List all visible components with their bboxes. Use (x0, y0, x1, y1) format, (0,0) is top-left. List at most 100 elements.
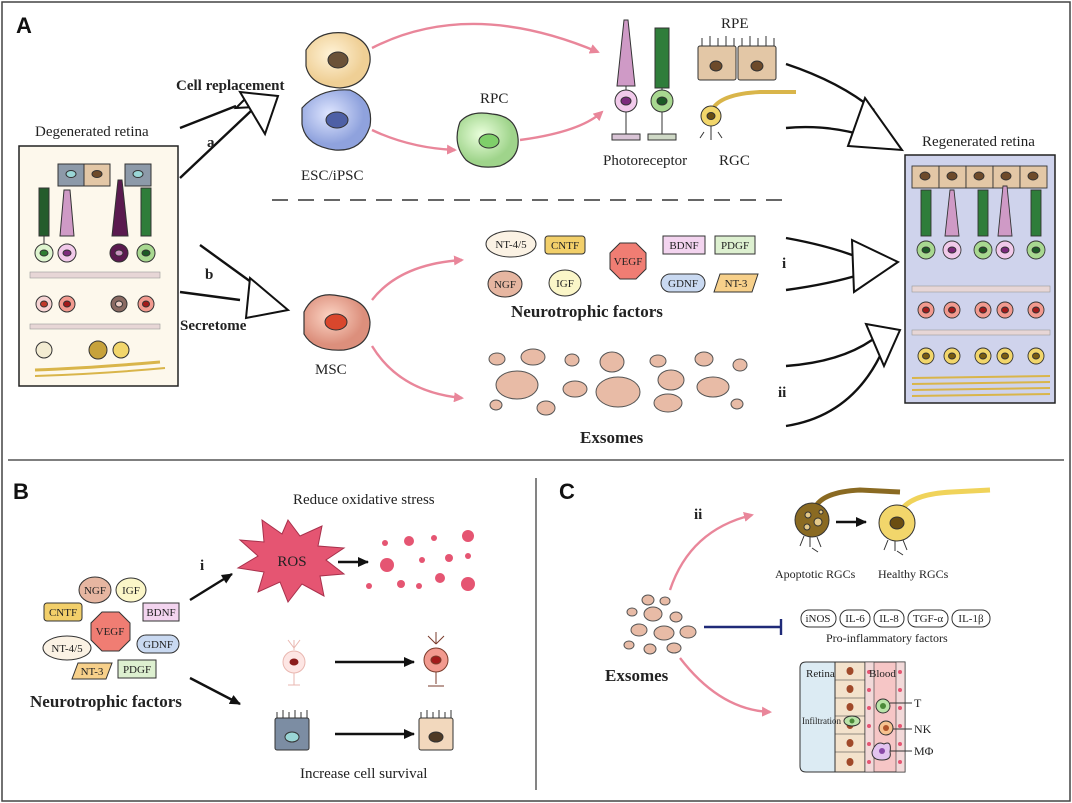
svg-text:ROS: ROS (277, 554, 306, 570)
route-ii-label-a: ii (778, 385, 786, 401)
route-ii-label-c: ii (694, 507, 702, 523)
svg-text:CNTF: CNTF (551, 240, 579, 252)
healthy-rgcs-label: Healthy RGCs (878, 567, 949, 581)
factor-ngf-b: NGF (78, 576, 112, 604)
route-i-label-b: i (200, 558, 204, 574)
to-regenerated-arrows-top (785, 62, 905, 152)
degenerated-retina-label: Degenerated retina (35, 124, 149, 140)
pro-inflammatory-label: Pro-inflammatory factors (826, 631, 948, 645)
factor-nt45-a: NT-4/5 (485, 230, 537, 258)
cell-replacement-label: Cell replacement (176, 78, 284, 94)
rpc-to-photoreceptor-arrow (519, 110, 604, 142)
inflam-factor-tgfa: TGF-α (907, 609, 949, 628)
factor-bdnf-a: BDNF (662, 235, 706, 255)
rpc-cell (456, 112, 519, 168)
esc-to-rpc-arrow (371, 128, 457, 155)
inflam-factor-inos: iNOS (800, 609, 837, 628)
t-cell-label: T (914, 696, 922, 710)
reduce-oxidative-label: Reduce oxidative stress (293, 492, 435, 508)
rgc-label: RGC (719, 153, 750, 169)
factor-nt45-b: NT-4/5 (42, 635, 92, 661)
factor-nt3-a: NT-3 (713, 273, 759, 293)
factor-vegf-b: VEGF (90, 611, 131, 652)
svg-text:NT-3: NT-3 (725, 278, 748, 290)
rgc-cell (699, 90, 796, 140)
retina-label: Retina (806, 668, 835, 680)
msc-label: MSC (315, 362, 347, 378)
secretome-label: Secretome (180, 318, 247, 334)
weak-rpe-cell (274, 710, 310, 751)
inflam-factor-il6: IL-6 (839, 609, 871, 628)
factor-bdnf-b: BDNF (142, 602, 180, 622)
svg-text:NGF: NGF (84, 585, 106, 597)
ros-scattered-dots (366, 530, 475, 591)
factor-igf-a: IGF (548, 269, 582, 297)
svg-text:IGF: IGF (556, 278, 574, 290)
exo-to-rgc-arrow (668, 512, 754, 591)
msc-to-factors-arrow (371, 255, 464, 301)
svg-text:iNOS: iNOS (805, 613, 830, 625)
msc-to-exosomes-arrow (370, 345, 464, 403)
factor-igf-b: IGF (115, 577, 147, 603)
esc-cell-blue (301, 89, 372, 151)
factor-ngf-a: NGF (487, 270, 523, 298)
path-b-label: b (205, 267, 213, 283)
increase-survival-label: Increase cell survival (300, 766, 427, 782)
svg-text:PDGF: PDGF (123, 664, 151, 676)
svg-text:IL-8: IL-8 (879, 613, 899, 625)
panel-letter-c: C (559, 479, 575, 504)
healthy-bipolar-cell (423, 632, 449, 687)
factor-gdnf-a: GDNF (660, 273, 706, 293)
healthy-rpe-cell (418, 710, 454, 751)
exosome-cluster-c (623, 594, 697, 655)
svg-text:VEGF: VEGF (614, 256, 643, 268)
svg-text:BDNF: BDNF (669, 240, 698, 252)
svg-text:TGF-α: TGF-α (913, 613, 943, 625)
esc-cell-tan (305, 32, 371, 89)
exosomes-title-a: Exsomes (580, 428, 644, 447)
regenerated-retina-label: Regenerated retina (922, 134, 1035, 150)
rpc-label: RPC (480, 91, 508, 107)
neurotrophic-factors-title-a: Neurotrophic factors (511, 302, 663, 321)
nk-cell-label: NK (914, 722, 932, 736)
svg-text:GDNF: GDNF (668, 278, 698, 290)
ros-burst: ROS (236, 518, 346, 603)
svg-text:IGF: IGF (122, 585, 140, 597)
secretome-arrow (179, 244, 291, 320)
svg-text:VEGF: VEGF (96, 626, 125, 638)
neurotrophic-factors-title-b: Neurotrophic factors (30, 692, 182, 711)
weak-bipolar-cell (282, 639, 306, 686)
svg-text:CNTF: CNTF (49, 607, 77, 619)
factor-cntf-b: CNTF (43, 602, 83, 622)
exosome-cluster-a (488, 348, 748, 416)
retina-blood-diagram (799, 661, 912, 773)
svg-text:NT-3: NT-3 (81, 666, 104, 678)
exosomes-title-c: Exsomes (605, 666, 669, 685)
svg-text:NGF: NGF (494, 279, 516, 291)
svg-text:GDNF: GDNF (143, 639, 173, 651)
rpe-cells (697, 36, 777, 81)
blood-label: Blood (869, 668, 896, 680)
exo-to-immune-arrow (679, 657, 772, 717)
factor-nt3-b: NT-3 (71, 662, 113, 680)
factor-vegf-a: VEGF (609, 242, 647, 280)
factor-pdgf-b: PDGF (117, 659, 157, 679)
apoptotic-rgcs-label: Apoptotic RGCs (775, 567, 856, 581)
factors-to-survival-arrow (189, 676, 241, 706)
photoreceptor-label: Photoreceptor (603, 153, 687, 169)
rpe-label: RPE (721, 16, 749, 32)
esc-ipsc-label: ESC/iPSC (301, 168, 364, 184)
to-regenerated-arrows-bottom (785, 236, 902, 428)
photoreceptor-rod (611, 19, 641, 141)
svg-text:BDNF: BDNF (146, 607, 175, 619)
inflam-factor-il8: IL-8 (873, 609, 905, 628)
svg-text:PDGF: PDGF (721, 240, 749, 252)
msc-cell (303, 294, 371, 351)
esc-to-photoreceptor-arrow (371, 22, 600, 54)
healthy-rgc (878, 487, 991, 556)
svg-text:IL-6: IL-6 (845, 613, 865, 625)
factor-pdgf-a: PDGF (714, 235, 756, 255)
cell-replacement-arrow (179, 90, 280, 179)
